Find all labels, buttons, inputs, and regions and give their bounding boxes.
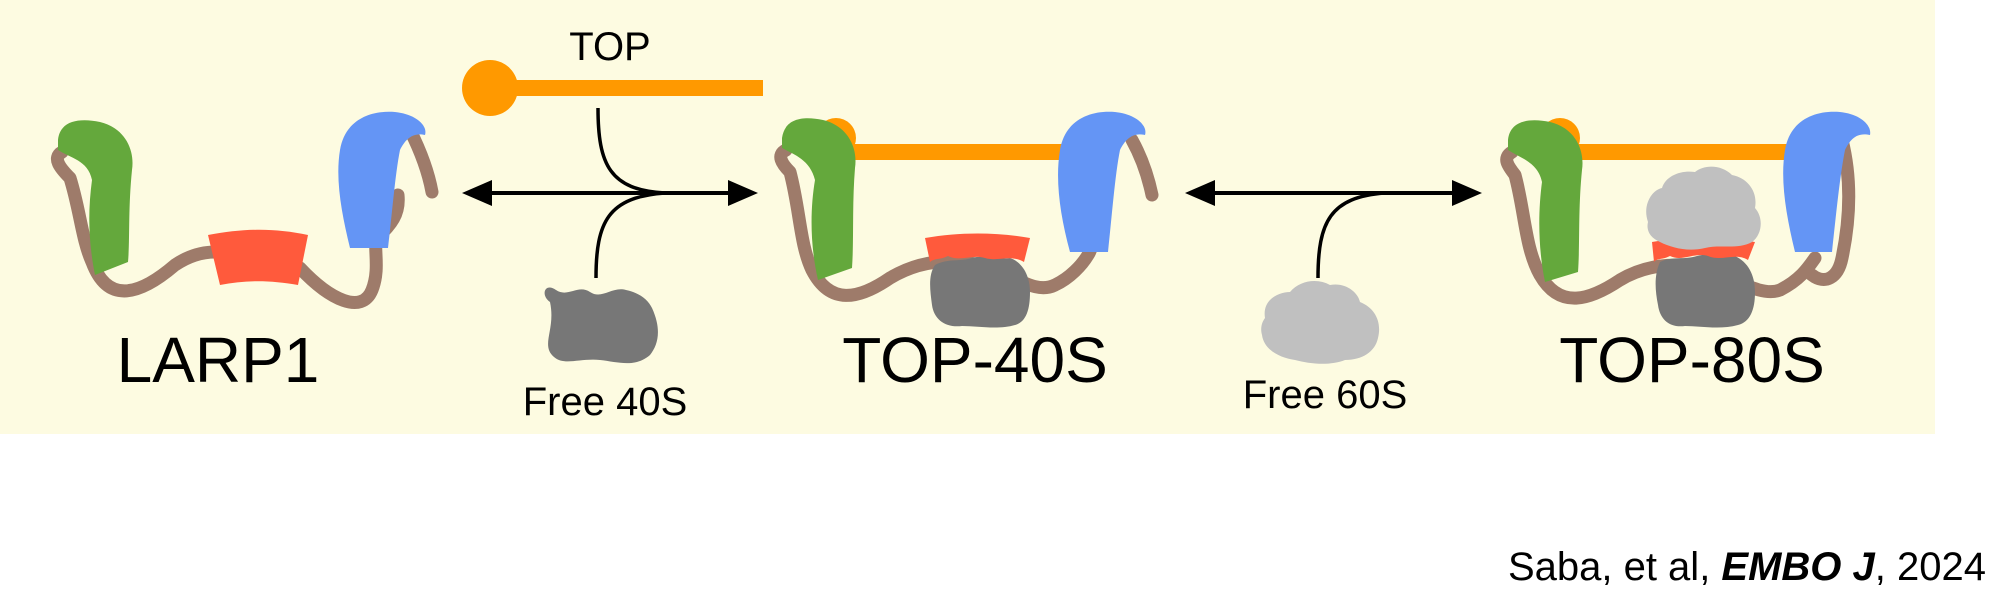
- citation-year: , 2024: [1874, 545, 1986, 589]
- top40s-red-domain: [925, 233, 1030, 262]
- equilibrium-arrowhead-left-1: [462, 180, 492, 206]
- top-mrna-strand: [505, 80, 763, 96]
- top40s-linker-cterm: [1125, 133, 1159, 202]
- free-60s-shape: [1261, 280, 1380, 364]
- reaction-2-arrows: [1185, 180, 1482, 279]
- top80s-green-domain: [1508, 120, 1583, 282]
- top40s-40s-shape: [930, 256, 1030, 328]
- top-label: TOP: [569, 25, 651, 69]
- top-40s-complex: TOP-40S: [774, 111, 1159, 396]
- top-80s-complex: TOP-80S: [1500, 111, 1871, 396]
- free-40s-subunit: Free 40S: [523, 287, 688, 424]
- free-60s-merge-curve: [1316, 191, 1386, 279]
- top40s-linker: [774, 143, 1100, 302]
- top-cap-circle: [462, 60, 518, 116]
- diagram-panel-background: [0, 0, 1935, 434]
- equilibrium-arrowhead-right-1: [728, 180, 758, 206]
- citation-authors: Saba, et al,: [1507, 545, 1722, 589]
- top40s-green-domain: [782, 118, 856, 280]
- free-40s-shape: [544, 287, 658, 364]
- larp1-free-state: LARP1: [51, 111, 439, 396]
- larp1-label: LARP1: [117, 324, 320, 396]
- free-40s-label: Free 40S: [523, 380, 688, 424]
- larp1-green-domain: [58, 120, 133, 275]
- top40s-mrna-strand: [850, 144, 1080, 160]
- free-60s-label: Free 60S: [1243, 373, 1408, 417]
- free-40s-merge-curve: [594, 191, 666, 279]
- larp1-red-domain: [208, 229, 308, 285]
- top80s-linker-cterm: [1805, 133, 1856, 286]
- top80s-40s-shape: [1655, 254, 1755, 328]
- citation-journal: EMBO J: [1721, 545, 1875, 589]
- reaction-1-arrows: [462, 107, 758, 279]
- top80s-mrna-strand: [1574, 144, 1806, 160]
- free-60s-subunit: Free 60S: [1243, 280, 1408, 417]
- top80s-blue-domain: [1783, 111, 1871, 252]
- equilibrium-arrowhead-left-2: [1185, 180, 1215, 206]
- top-mrna-free: TOP: [462, 25, 763, 116]
- top-merge-curve: [596, 107, 666, 195]
- citation: Saba, et al, EMBO J, 2024: [1508, 545, 1986, 590]
- top80s-label: TOP-80S: [1559, 324, 1825, 396]
- top80s-linker: [1500, 145, 1822, 305]
- equilibrium-arrowhead-right-2: [1452, 180, 1482, 206]
- larp1-blue-domain: [338, 111, 426, 248]
- top40s-label: TOP-40S: [842, 324, 1108, 396]
- top40s-blue-domain: [1058, 111, 1146, 252]
- top80s-60s-shape: [1646, 166, 1761, 250]
